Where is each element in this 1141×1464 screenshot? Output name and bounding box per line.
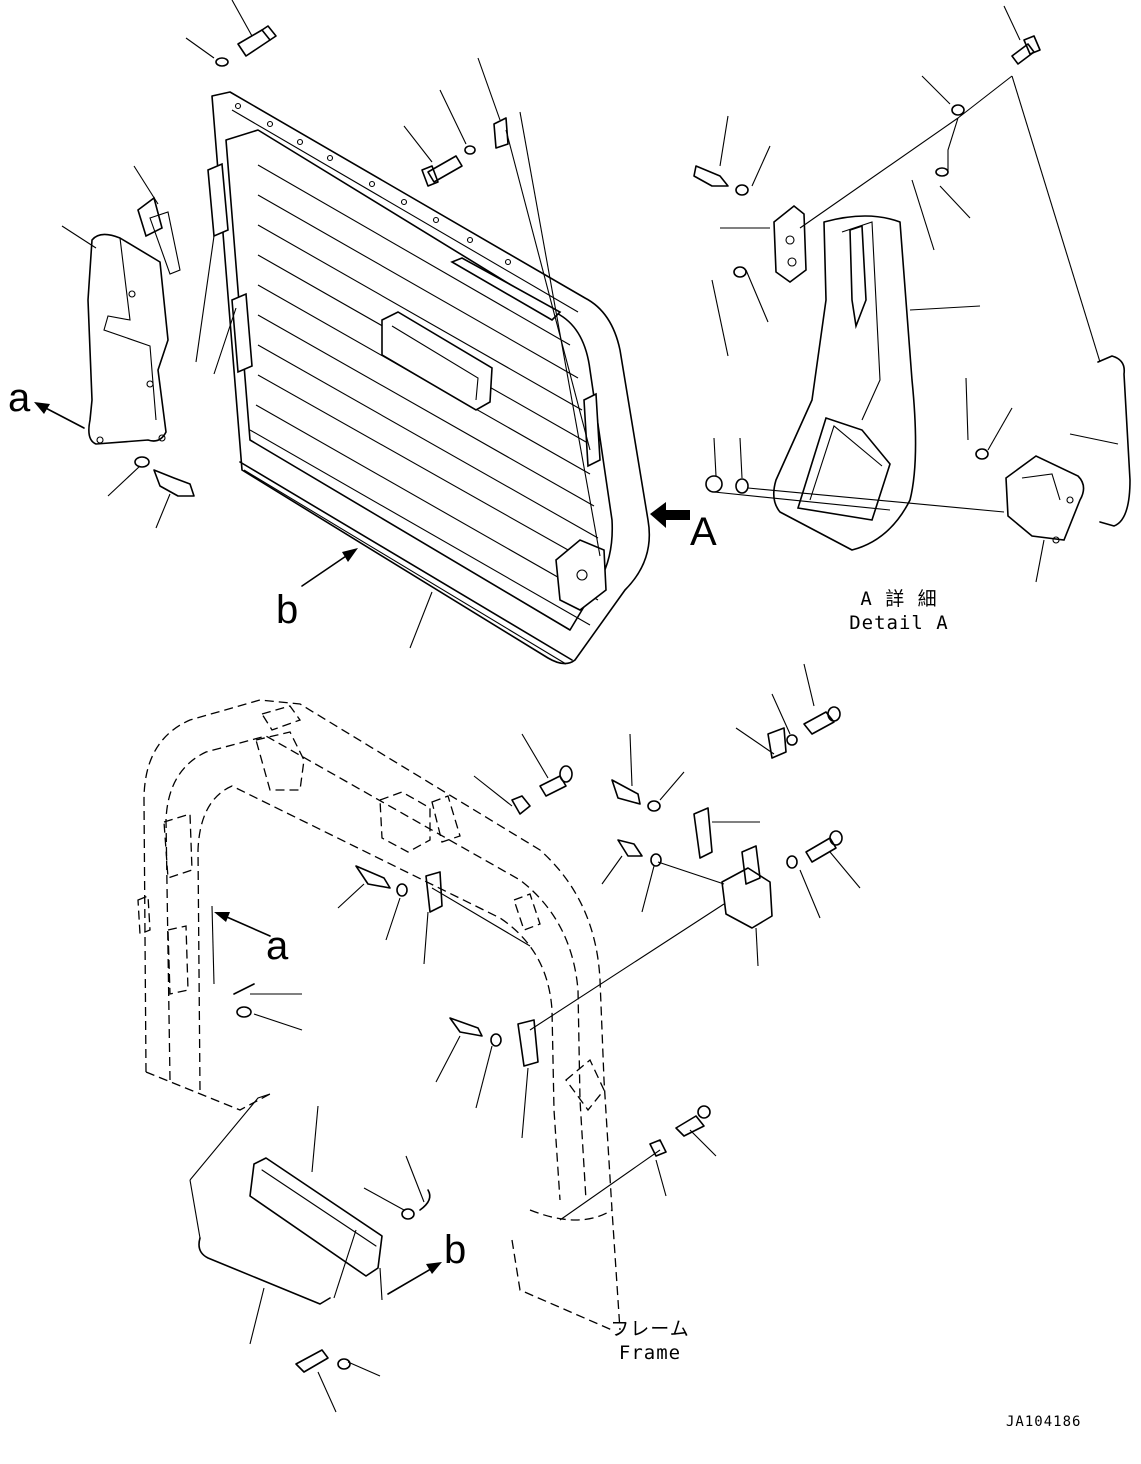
label-frame-a: a [266, 924, 289, 968]
drawing-code: JA104186 [1006, 1414, 1082, 1430]
caption-detail-en: Detail A [849, 612, 949, 634]
label-view-b: b [276, 588, 299, 632]
fasteners-top [134, 25, 509, 497]
cab-frame [137, 699, 621, 1331]
leaders-frame [189, 663, 861, 1413]
door-bottom-seal [239, 461, 573, 661]
door-louvers [249, 164, 601, 626]
view-arrow-b [301, 548, 358, 587]
frame-arrow-b [387, 1262, 442, 1295]
detail-a-assembly [693, 35, 1131, 551]
label-frame-b: b [444, 1228, 467, 1272]
frame-fasteners [198, 706, 843, 1373]
leaders-detail [711, 5, 1119, 583]
caption-frame-jp: フレーム [610, 1318, 690, 1340]
label-arrow-A: A [690, 510, 717, 554]
leaders-top [61, 0, 601, 649]
door-panel [207, 91, 651, 665]
detail-arrow-A [650, 502, 690, 528]
step-plate [249, 1157, 383, 1277]
view-arrow-a [34, 402, 85, 429]
frame-arrow-a [211, 905, 271, 985]
label-view-a: a [8, 376, 31, 420]
caption-detail-jp: A 詳 細 [860, 588, 938, 610]
caption-frame-en: Frame [618, 1342, 682, 1364]
left-cover-plate [87, 196, 181, 445]
